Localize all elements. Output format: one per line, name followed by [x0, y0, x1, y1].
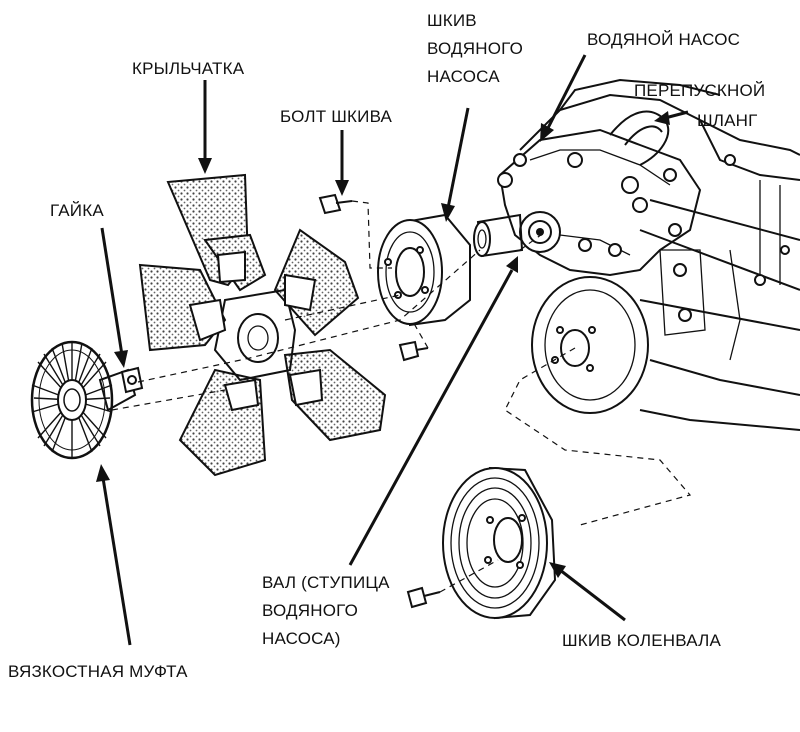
label-water-pump-pulley-line1: ШКИВ [427, 11, 477, 30]
water-pump [497, 128, 702, 277]
crank-damper [531, 276, 649, 414]
pulley-bolt-upper [318, 193, 353, 215]
label-pulley-bolt: БОЛТ ШКИВА [280, 107, 393, 126]
crankshaft-pulley [442, 466, 557, 620]
label-bypass-hose-line1: ПЕРЕПУСКНОЙ [634, 81, 765, 100]
engine-block [519, 78, 800, 431]
fan-impeller [138, 173, 387, 477]
label-shaft-line2: ВОДЯНОГО [262, 601, 358, 620]
fan-blade [273, 228, 360, 337]
labels: КРЫЛЬЧАТКА БОЛТ ШКИВА ШКИВ ВОДЯНОГО НАСО… [8, 11, 765, 681]
label-shaft-line1: ВАЛ (СТУПИЦА [262, 573, 390, 592]
label-water-pump-pulley-line2: ВОДЯНОГО [427, 39, 523, 58]
label-water-pump-pulley-line3: НАСОСА [427, 67, 500, 86]
label-bypass-hose-line2: ШЛАНГ [697, 111, 758, 130]
assembly-lines [111, 200, 692, 593]
leader-arrows [96, 54, 689, 646]
label-shaft-line3: НАСОСА) [262, 629, 341, 648]
nut [120, 366, 144, 394]
label-crankshaft-pulley: ШКИВ КОЛЕНВАЛА [562, 631, 722, 650]
viscous-coupling [30, 340, 137, 460]
pump-shaft-hub [473, 213, 524, 258]
water-pump-pulley [377, 213, 471, 327]
pulley-bolt-lower [398, 340, 429, 362]
crank-pulley-bolt [406, 586, 441, 609]
label-impeller: КРЫЛЬЧАТКА [132, 59, 245, 78]
label-water-pump: ВОДЯНОЙ НАСОС [587, 30, 740, 49]
label-viscous-coupling: ВЯЗКОСТНАЯ МУФТА [8, 662, 188, 681]
label-nut: ГАЙКА [50, 201, 104, 220]
